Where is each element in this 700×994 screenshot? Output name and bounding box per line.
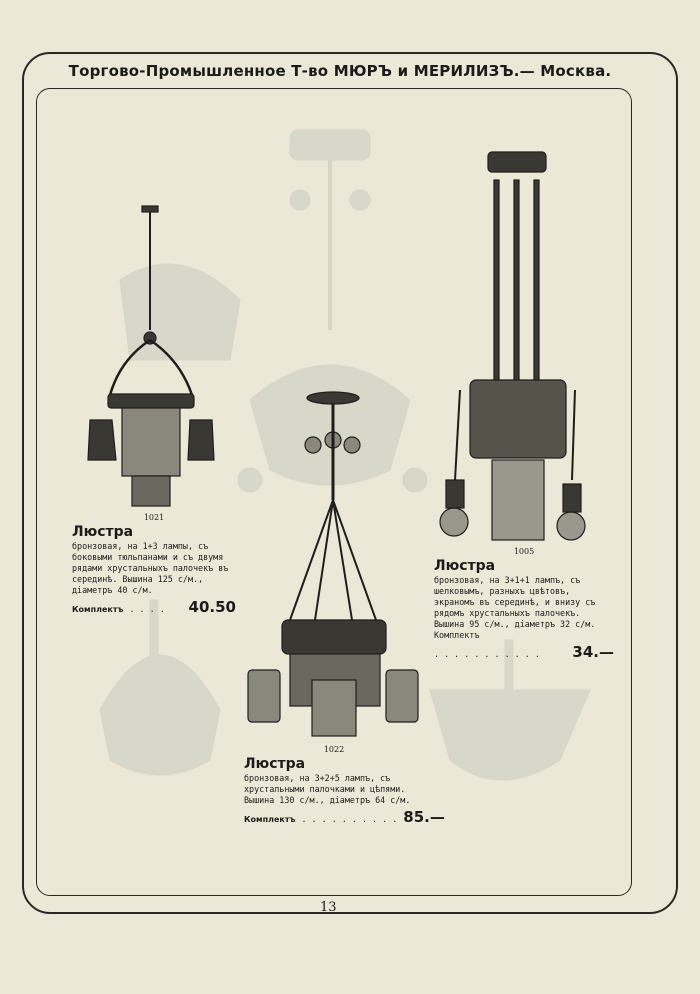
- product-caption-1022: 1022 Люстра бронзовая, на 3+2+5 лампъ, с…: [244, 744, 445, 826]
- product-caption-1021: 1021 Люстра бронзовая, на 1+3 лампы, съ …: [72, 512, 236, 616]
- price-row: Комплектъ . . . . . . . . . . 85.—: [244, 808, 445, 826]
- set-label: Комплектъ: [244, 815, 296, 824]
- set-label: Комплектъ: [72, 605, 124, 614]
- page-header: Торгово-Промышленное Т-во МЮРЪ и МЕРИЛИЗ…: [68, 62, 612, 80]
- product-description: бронзовая, на 3+2+5 лампъ, съ хрустальны…: [244, 773, 411, 805]
- product-description: бронзовая, на 1+3 лампы, съ боковыми тюл…: [72, 541, 229, 595]
- product-title: Люстра: [72, 524, 134, 540]
- price-row: Комплектъ . . . . 40.50: [72, 598, 236, 616]
- chandelier-1021-illustration: [87, 205, 215, 507]
- price-row: . . . . . . . . . . . 34.—: [434, 643, 614, 661]
- product-price: 40.50: [188, 598, 236, 616]
- product-title: Люстра: [244, 756, 306, 772]
- product-price: 34.—: [572, 643, 614, 661]
- product-number: 1005: [513, 547, 535, 556]
- product-number: 1021: [143, 513, 165, 522]
- product-description: бронзовая, на 3+1+1 лампъ, съ шелковымъ,…: [434, 575, 596, 640]
- inner-border: [36, 88, 632, 896]
- product-title: Люстра: [434, 558, 496, 574]
- product-caption-1005: 1005 Люстра бронзовая, на 3+1+1 лампъ, с…: [434, 546, 614, 661]
- product-price: 85.—: [403, 808, 445, 826]
- leader-dots: . . . .: [129, 604, 165, 614]
- page-number: 13: [320, 900, 337, 915]
- outer-ornamental-border: [22, 52, 678, 914]
- chandelier-1005-illustration: [439, 151, 586, 541]
- leader-dots: . . . . . . . . . . .: [434, 649, 540, 659]
- product-number: 1022: [323, 745, 345, 754]
- leader-dots: . . . . . . . . . .: [301, 814, 398, 824]
- chandelier-1022-illustration: [247, 391, 419, 737]
- show-through-ghost-images: [99, 129, 591, 781]
